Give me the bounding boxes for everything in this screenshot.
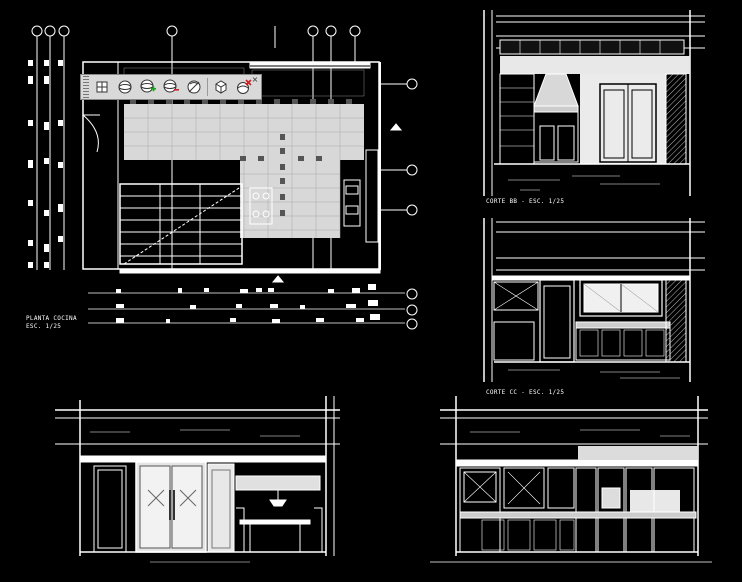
box-view-button[interactable]: [211, 77, 231, 97]
view-cube-icon: [96, 81, 108, 93]
grid-bubble: [44, 25, 56, 37]
kitchen-plan: [28, 25, 418, 330]
free-orbit-icon: [187, 80, 201, 94]
orbit-add-button[interactable]: [138, 77, 158, 97]
orbit-icon: [118, 80, 132, 94]
clear-view-button[interactable]: [234, 77, 254, 97]
toolbar-close-button[interactable]: ×: [251, 75, 259, 84]
grid-bubble: [58, 25, 70, 37]
section-bb-title: CORTE BB - ESC. 1/25: [486, 198, 565, 205]
box-view-icon: [215, 80, 227, 94]
orbit-toolbar[interactable]: ×: [80, 74, 262, 100]
section-cc-title: CORTE CC - ESC. 1/25: [486, 389, 565, 396]
toolbar-grip[interactable]: [83, 76, 89, 98]
plan-title: PLANTA COCINA: [26, 315, 77, 322]
plan-scale: ESC. 1/25: [26, 323, 62, 330]
orbit-add-icon: [140, 79, 156, 93]
orbit-remove-icon: [163, 79, 179, 93]
orbit-button[interactable]: [115, 77, 135, 97]
orbit-remove-button[interactable]: [161, 77, 181, 97]
section-bb: [483, 10, 705, 196]
toolbar-separator: [207, 78, 208, 96]
section-aa: [55, 396, 340, 563]
clear-view-icon: [237, 79, 252, 94]
section-dd: [430, 396, 712, 563]
grid-bubble: [31, 25, 43, 37]
section-cc: [483, 218, 705, 382]
free-orbit-button[interactable]: [184, 77, 204, 97]
view-cube-button[interactable]: [92, 77, 112, 97]
